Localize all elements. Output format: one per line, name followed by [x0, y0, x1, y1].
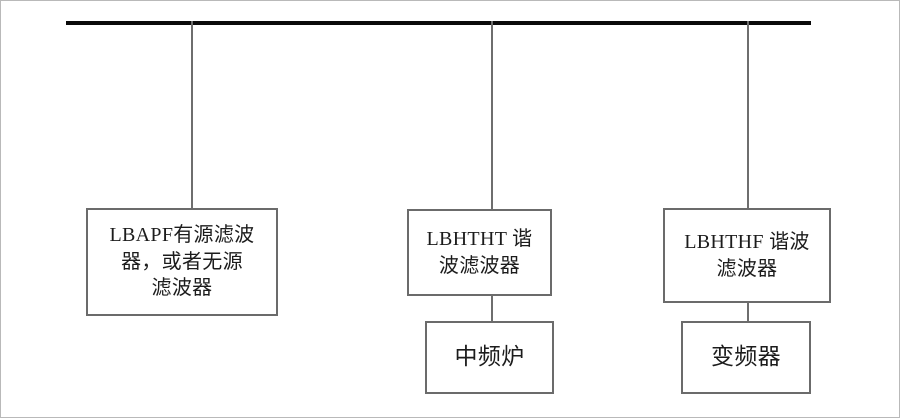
node-lbhtht-harmonic-filter[interactable]: LBHTHT 谐 波滤波器	[407, 209, 552, 296]
node-lbhthf-harmonic-filter[interactable]: LBHTHF 谐波 滤波器	[663, 208, 831, 303]
node-lbapf-active-filter[interactable]: LBAPF有源滤波 器，或者无源 滤波器	[86, 208, 278, 316]
node-lbhtht-harmonic-filter-label: LBHTHT 谐 波滤波器	[426, 228, 533, 277]
node-variable-frequency-drive-label: 变频器	[711, 344, 781, 370]
node-medium-frequency-furnace-label: 中频炉	[454, 344, 525, 370]
connector-line-ht-to-furnace	[491, 295, 493, 322]
node-medium-frequency-furnace[interactable]: 中频炉	[425, 321, 554, 394]
node-lbapf-active-filter-label: LBAPF有源滤波 器，或者无源 滤波器	[109, 224, 255, 300]
busbar-drop-line-apf	[191, 21, 193, 209]
connector-line-hf-to-vfd	[747, 302, 749, 322]
busbar-drop-line-ht	[491, 21, 493, 210]
busbar-drop-line-hf	[747, 21, 749, 209]
power-busbar	[66, 21, 811, 25]
node-variable-frequency-drive[interactable]: 变频器	[681, 321, 811, 394]
node-lbhthf-harmonic-filter-label: LBHTHF 谐波 滤波器	[684, 231, 810, 280]
